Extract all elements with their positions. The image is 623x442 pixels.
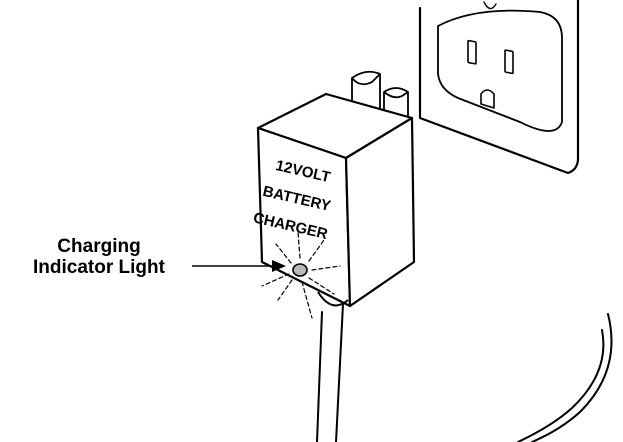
cord-loop-inner [517, 329, 605, 442]
callout-line2: Indicator Light [33, 257, 165, 278]
cord-edge-left [316, 311, 323, 442]
outlet-slot-left [467, 39, 477, 65]
callout-arrow [192, 260, 286, 272]
prong-left-end [351, 73, 381, 86]
charger-side [344, 116, 416, 308]
prong-right-end [383, 91, 409, 99]
outlet-slot-right [504, 49, 514, 75]
indicator-lamp [292, 263, 308, 277]
callout-label: Charging Indicator Light [8, 236, 190, 278]
cord-strain-relief [317, 291, 349, 307]
wall-outlet [418, 0, 580, 175]
outlet-ground-hole [480, 89, 495, 109]
outlet-screw [483, 1, 497, 10]
indicator-rays [261, 231, 341, 319]
indicator-light [261, 231, 341, 319]
cord-edge-right [335, 303, 344, 442]
callout-line1: Charging [57, 236, 141, 257]
callout-arrow-head [272, 260, 286, 272]
cord-loop-outer [531, 313, 613, 442]
power-cord [316, 303, 613, 442]
charger-body [256, 92, 416, 308]
